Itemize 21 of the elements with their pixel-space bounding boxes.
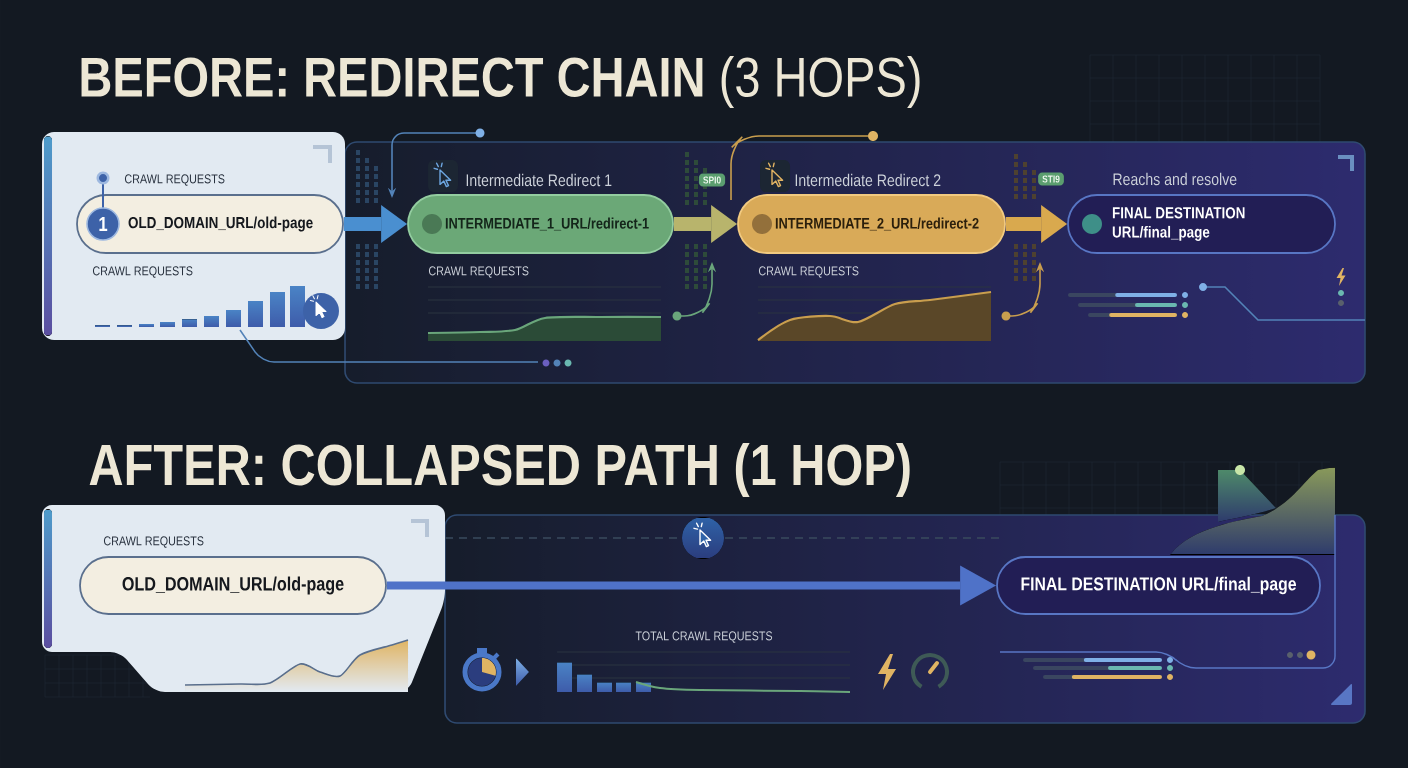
- arrow: [343, 205, 408, 243]
- url-pill: INTERMEDIATE_2_URL/redirect-2: [737, 194, 1006, 254]
- card-label: CRAWL REQUESTS: [124, 174, 225, 186]
- url-pill: OLD_DOMAIN_URL/old-page: [79, 556, 387, 615]
- url-pill: INTERMEDIATE_1_URL/redirect-1: [407, 194, 674, 254]
- url-pill: FINAL DESTINATION URL/final_page: [1067, 194, 1336, 254]
- url-pill: FINAL DESTINATION URL/final_page: [996, 556, 1321, 615]
- step-heading: Reachs and resolve: [1113, 172, 1237, 186]
- chart-caption: TOTAL CRAWL REQUESTS: [635, 631, 773, 643]
- number-badge: 1: [86, 207, 120, 241]
- chart-caption: CRAWL REQUESTS: [428, 266, 529, 278]
- section-heading: AFTER: COLLAPSED PATH (1 HOP): [89, 442, 910, 498]
- step-heading: Intermediate Redirect 1: [466, 173, 612, 187]
- step-heading: Intermediate Redirect 2: [795, 173, 941, 187]
- status-tag: STI9: [1038, 172, 1064, 186]
- card-label: CRAWL REQUESTS: [103, 536, 204, 548]
- arrow: [673, 205, 738, 243]
- card-label: CRAWL REQUESTS: [92, 266, 193, 278]
- arrow: [1005, 205, 1068, 243]
- section-heading: BEFORE: REDIRECT CHAIN (3 HOPS): [81, 55, 920, 109]
- chart-caption: CRAWL REQUESTS: [758, 266, 859, 278]
